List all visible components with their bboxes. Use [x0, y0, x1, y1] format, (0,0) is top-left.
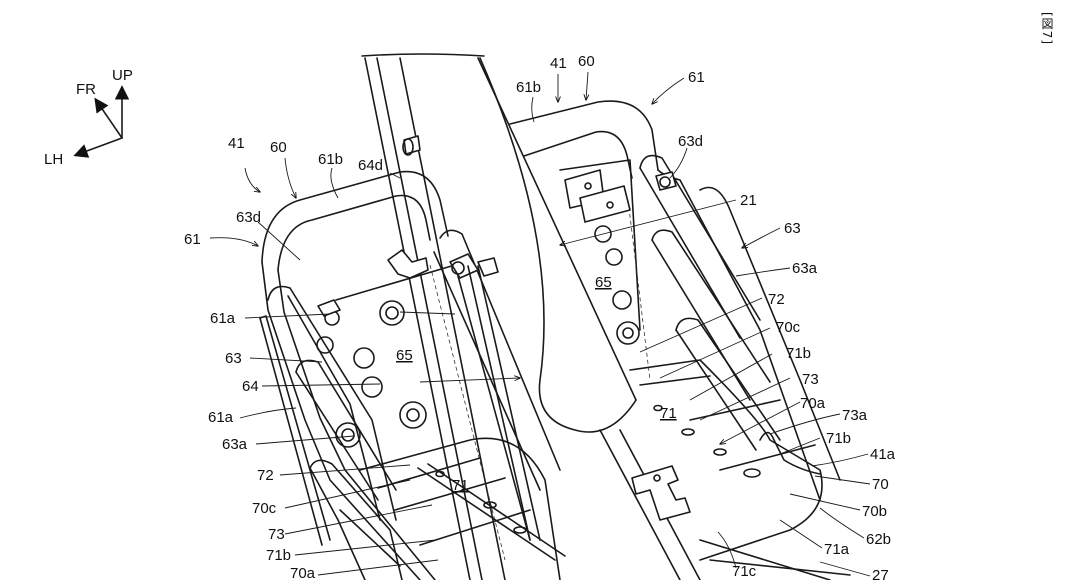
label-65-right: 65 [595, 274, 612, 291]
left-seat-bracket [259, 170, 566, 580]
label-71c: 71c [732, 563, 757, 580]
label-41-right: 41 [550, 55, 567, 72]
label-73-left: 73 [268, 526, 285, 543]
label-72-right: 72 [768, 291, 785, 308]
label-60-right: 60 [578, 53, 595, 70]
front-label: FR [76, 81, 96, 98]
label-71b-right-lower: 71b [826, 430, 851, 447]
up-label: UP [112, 67, 133, 84]
label-63a-left: 63a [222, 436, 248, 453]
label-65-left: 65 [396, 347, 413, 364]
label-70c-right: 70c [776, 319, 801, 336]
label-62b: 62b [866, 531, 891, 548]
label-61b-left: 61b [318, 151, 343, 168]
orientation-indicator: UP FR LH [44, 67, 133, 168]
reference-labels: 41 60 61b 64d 61 63d 61a 63 64 61a 63a 7… [184, 53, 896, 580]
label-60-left: 60 [270, 139, 287, 156]
label-70a-left: 70a [290, 565, 316, 580]
figure-number: [図7] [1040, 12, 1054, 45]
label-70a-right: 70a [800, 395, 826, 412]
label-70b: 70b [862, 503, 887, 520]
label-27: 27 [872, 567, 889, 580]
label-72-left: 72 [257, 467, 274, 484]
label-71-right: 71 [660, 405, 677, 422]
label-61a-lower: 61a [208, 409, 234, 426]
label-63d-left: 63d [236, 209, 261, 226]
label-63d-right: 63d [678, 133, 703, 150]
front-arrow-icon [94, 97, 123, 139]
label-73a: 73a [842, 407, 868, 424]
label-71a: 71a [824, 541, 850, 558]
label-64d: 64d [358, 157, 383, 174]
label-71b-left: 71b [266, 547, 291, 564]
label-41-left: 41 [228, 135, 245, 152]
label-70: 70 [872, 476, 889, 493]
label-71b-right-upper: 71b [786, 345, 811, 362]
label-61a-upper: 61a [210, 310, 236, 327]
label-63-right: 63 [784, 220, 801, 237]
label-70c-left: 70c [252, 500, 277, 517]
right-seat-bracket [509, 100, 851, 580]
label-63a-right: 63a [792, 260, 818, 277]
label-61-right: 61 [688, 69, 705, 86]
left-label: LH [44, 151, 63, 168]
leader-lines [209, 71, 871, 577]
label-21: 21 [740, 192, 757, 209]
label-64: 64 [242, 378, 259, 395]
label-61b-right: 61b [516, 79, 541, 96]
label-61-left: 61 [184, 231, 201, 248]
label-63-left: 63 [225, 350, 242, 367]
label-41a: 41a [870, 446, 896, 463]
left-arrow-icon [73, 137, 123, 158]
label-73-right: 73 [802, 371, 819, 388]
label-71-left: 71 [452, 477, 469, 494]
